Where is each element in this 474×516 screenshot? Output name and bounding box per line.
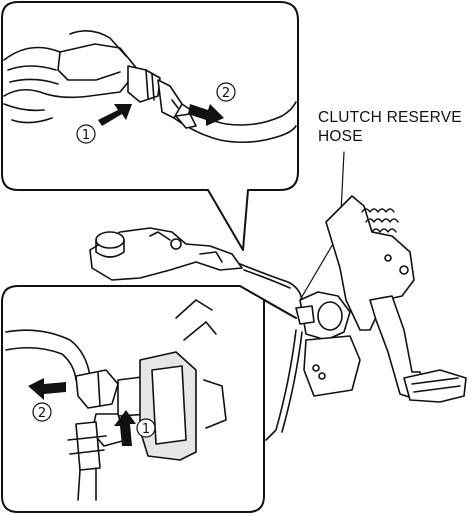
marker-circle-2-bottom bbox=[32, 402, 52, 422]
hose-label-line-1: CLUTCH RESERVE bbox=[318, 109, 462, 126]
pull-arrow-2-bottom bbox=[28, 378, 66, 400]
marker-1-top: 1 bbox=[82, 128, 90, 143]
marker-circle-1-bottom bbox=[136, 418, 156, 438]
bottom-detail-inset: 2 1 bbox=[1, 285, 297, 513]
marker-2-top: 2 bbox=[222, 86, 230, 101]
hose-label-line-2: HOSE bbox=[318, 128, 363, 145]
pull-arrow-2 bbox=[188, 104, 224, 126]
top-detail-inset: 1 2 bbox=[1, 1, 299, 251]
push-arrow-1-bottom bbox=[114, 410, 136, 446]
marker-circle-1 bbox=[76, 124, 96, 144]
marker-2-bottom: 2 bbox=[38, 406, 46, 421]
marker-1-bottom: 1 bbox=[142, 422, 150, 437]
clutch-pedal-assembly bbox=[89, 195, 467, 441]
top-hose-assembly bbox=[3, 30, 297, 144]
marker-circle-2 bbox=[216, 82, 236, 102]
push-arrow-1 bbox=[98, 104, 132, 126]
clutch-reserve-hose-label: CLUTCH RESERVE HOSE bbox=[318, 108, 462, 146]
